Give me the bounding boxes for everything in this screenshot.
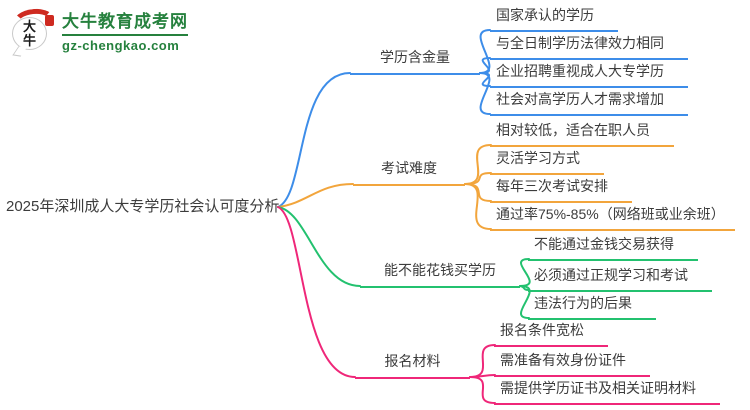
connector-b2-c4 [464,183,492,230]
branch-label-enrollment-materials: 报名材料 [355,351,470,379]
child-node: 报名条件宽松 [494,320,608,347]
child-node: 每年三次考试安排 [490,176,632,203]
connector-b1-c1 [479,29,491,74]
child-node: 必须通过正规学习和考试 [528,265,712,292]
child-node: 需准备有效身份证件 [494,350,650,377]
child-node: 需提供学历证书及相关证明材料 [494,378,720,405]
site-logo: 大牛 大牛教育成考网 gz-chengkao.com [10,6,188,60]
branch-label-degree-value: 学历含金量 [350,47,480,75]
connector-root-branch-1 [277,72,351,208]
root-topic: 2025年深圳成人大专学历社会认可度分析 [6,198,280,215]
child-node: 国家承认的学历 [490,5,618,32]
logo-bull-icon: 大牛 [10,6,57,60]
logo-speech-bubble: 大牛 [12,17,47,50]
branch-label-buy-degree: 能不能花钱买学历 [360,260,520,288]
connector-root-branch-2 [277,183,354,208]
child-node: 灵活学习方式 [490,148,604,175]
connector-b3-c3 [519,285,531,319]
child-node: 社会对高学历人才需求增加 [490,89,688,116]
logo-text-block: 大牛教育成考网 gz-chengkao.com [62,8,188,53]
site-url: gz-chengkao.com [62,38,180,53]
connector-b4-c1 [469,344,496,378]
connector-root-branch-4 [277,206,356,378]
logo-bubble-tail [12,46,27,57]
connector-b4-c3 [469,376,496,404]
logo-icon-text: 大牛 [22,18,36,48]
child-node: 违法行为的后果 [528,293,656,320]
child-node: 与全日制学历法律效力相同 [490,33,688,60]
connector-b1-c4 [479,72,491,115]
connector-b3-c1 [519,258,531,287]
site-name: 大牛教育成考网 [62,12,188,31]
logo-red-seal [45,15,54,26]
connector-root-branch-3 [277,206,361,287]
child-node: 企业招聘重视成人大专学历 [490,61,688,88]
connector-b2-c1 [464,144,492,185]
child-node: 相对较低，适合在职人员 [490,120,674,147]
logo-divider [62,34,188,36]
child-node: 通过率75%-85%（网络班或业余班） [490,204,735,231]
child-node: 不能通过金钱交易获得 [528,234,698,261]
branch-label-exam-difficulty: 考试难度 [353,158,465,186]
